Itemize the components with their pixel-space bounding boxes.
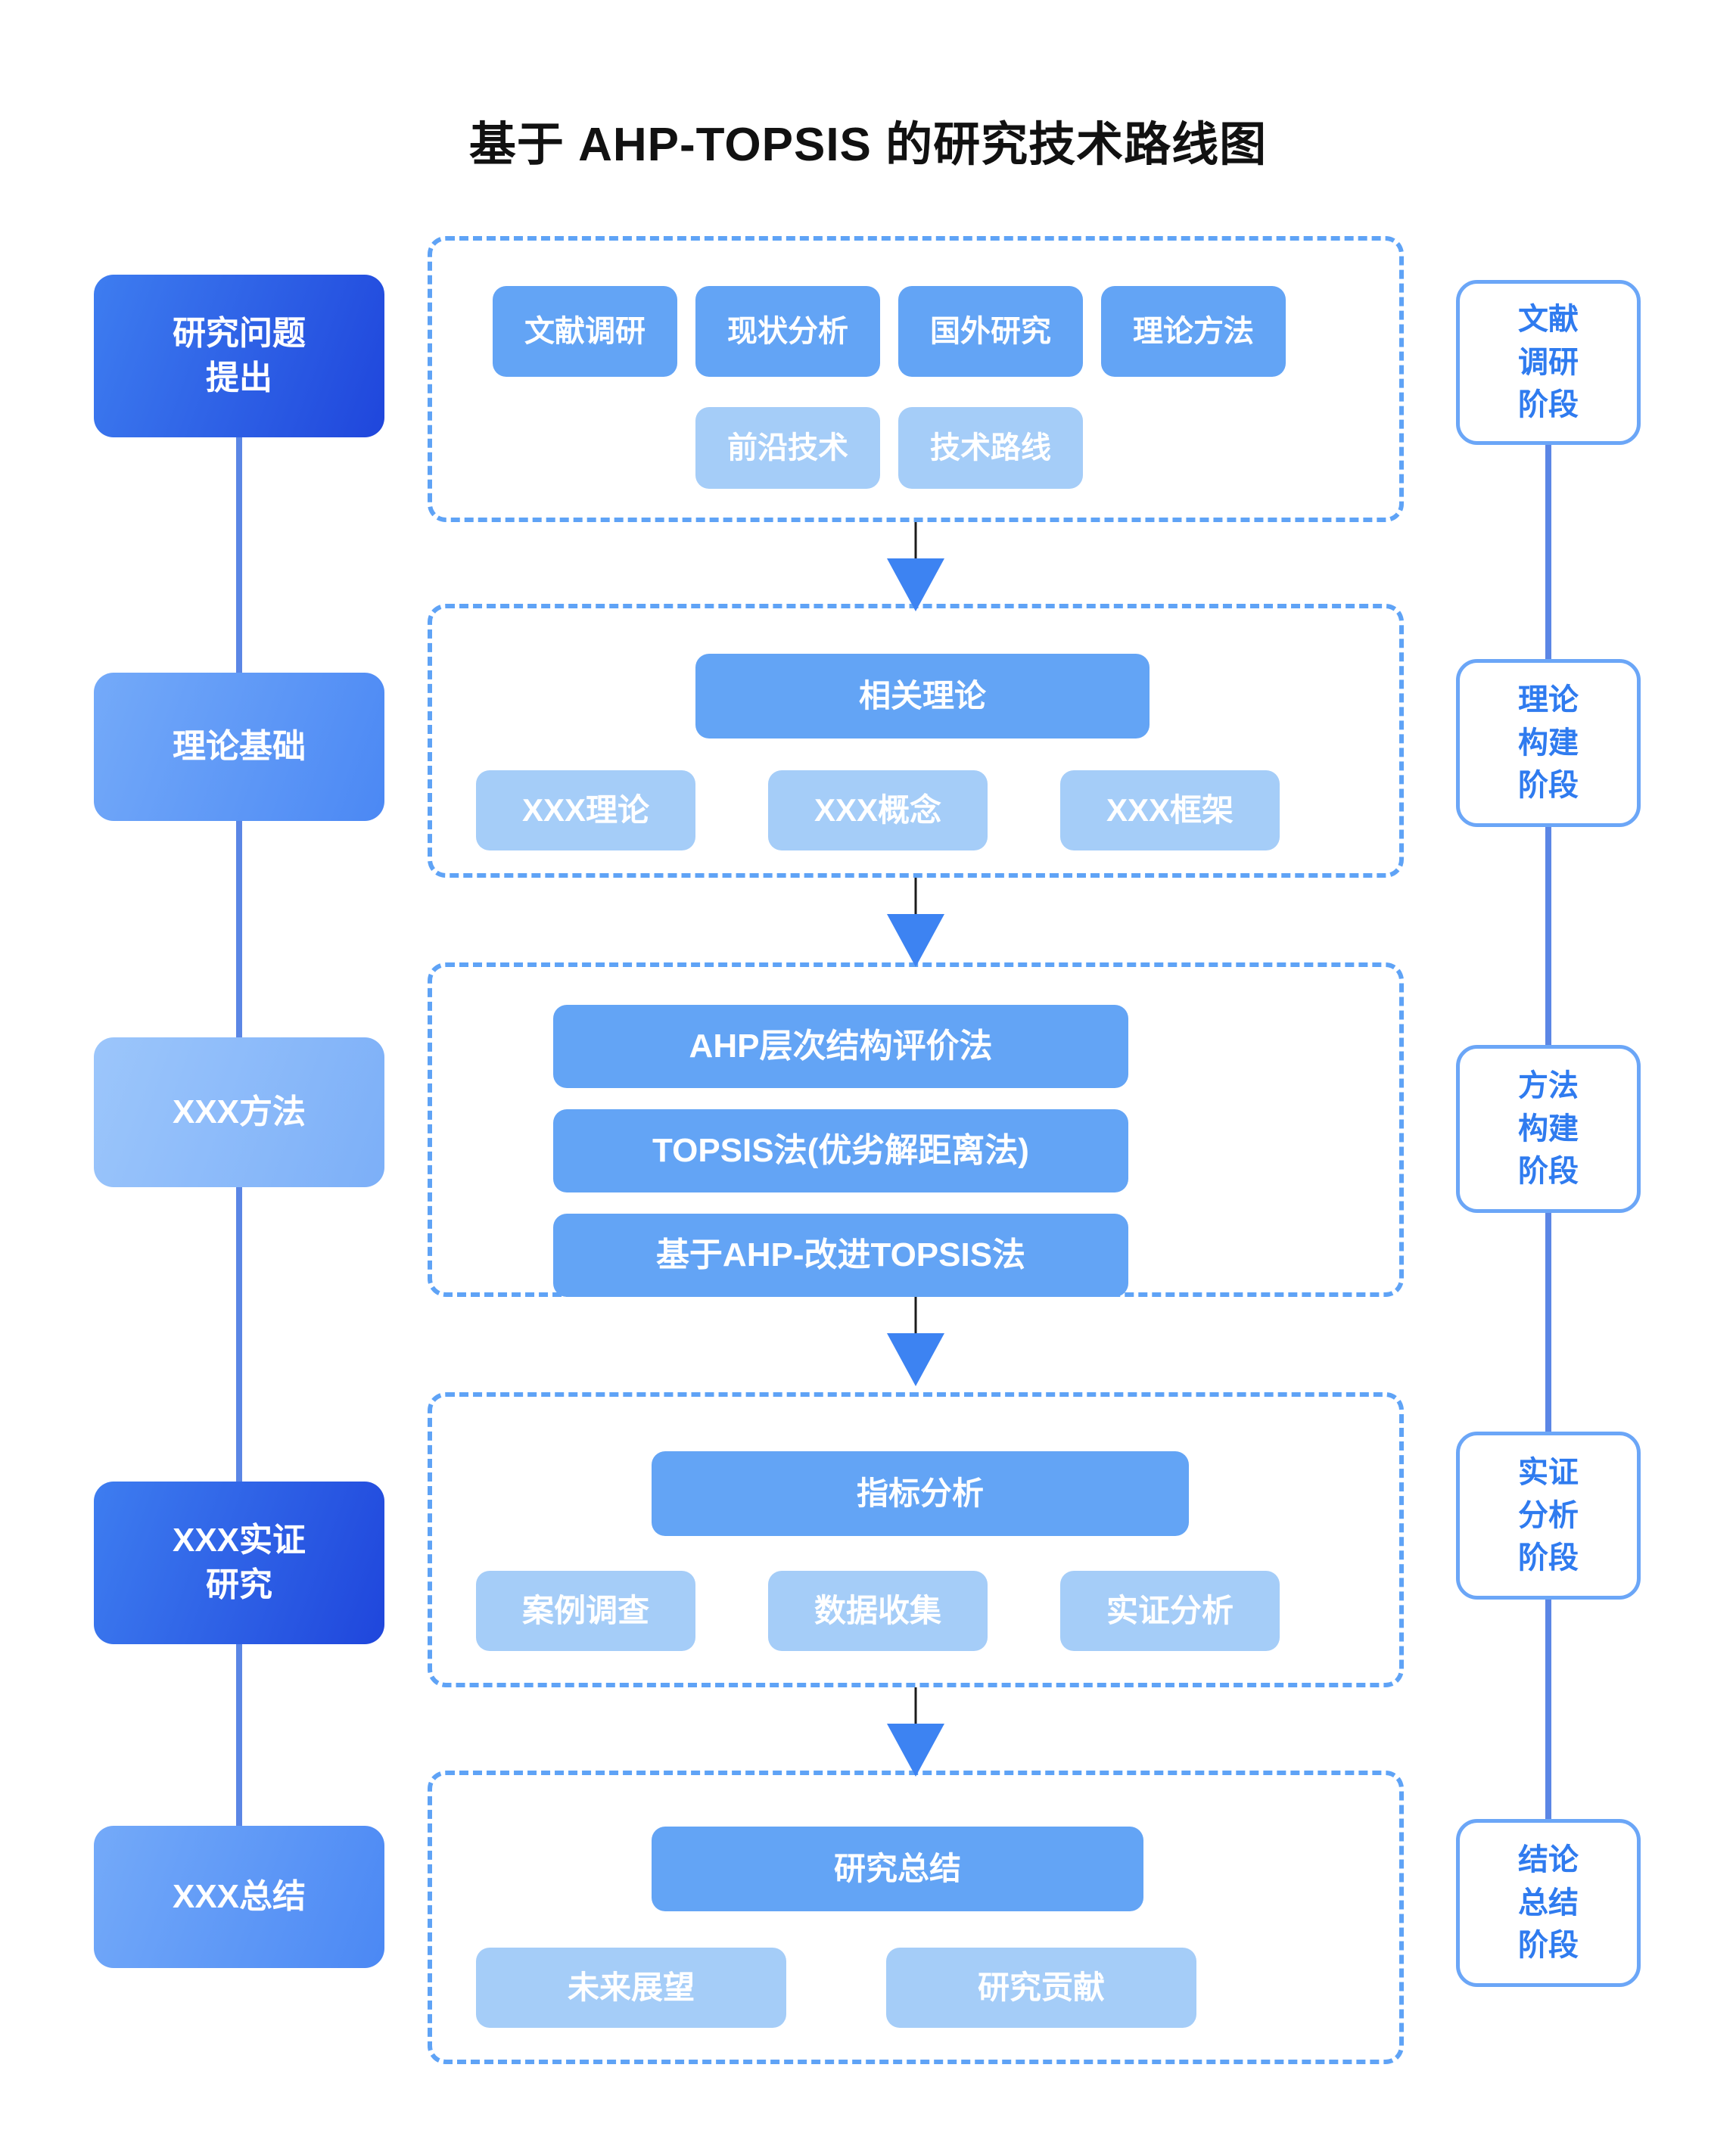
conclusion-group: 研究总结 未来展望 研究贡献 [428,1771,1404,2064]
node-foreign-research[interactable]: 国外研究 [898,286,1083,377]
theory-group: 相关理论 XXX理论 XXX概念 XXX框架 [428,604,1404,878]
arrow-stem [914,1687,917,1730]
node-technical-route[interactable]: 技术路线 [898,407,1083,489]
node-research-summary[interactable]: 研究总结 [652,1827,1143,1911]
arrow-connector-2 [855,878,976,969]
node-xxx-concept[interactable]: XXX概念 [768,770,988,850]
right-stage-label: 理论 构建 阶段 [1518,682,1579,803]
node-xxx-framework[interactable]: XXX框架 [1060,770,1280,850]
right-stage-empirical[interactable]: 实证 分析 阶段 [1456,1432,1641,1600]
left-stage-label: XXX总结 [172,1877,306,1915]
node-related-theory[interactable]: 相关理论 [695,654,1150,738]
left-stage-method[interactable]: XXX方法 [94,1037,384,1187]
arrow-stem [914,522,917,564]
left-stage-research-question[interactable]: 研究问题 提出 [94,275,384,437]
node-ahp-improved-topsis[interactable]: 基于AHP-改进TOPSIS法 [553,1214,1128,1297]
arrow-head-icon [887,558,944,611]
empirical-group: 指标分析 案例调查 数据收集 实证分析 [428,1392,1404,1687]
arrow-stem [914,1297,917,1339]
left-stage-theory-basis[interactable]: 理论基础 [94,673,384,821]
arrow-head-icon [887,1724,944,1777]
arrow-head-icon [887,914,944,967]
right-stage-label: 实证 分析 阶段 [1518,1455,1579,1575]
arrow-connector-4 [855,1687,976,1778]
right-stage-conclusion[interactable]: 结论 总结 阶段 [1456,1819,1641,1987]
right-stage-method[interactable]: 方法 构建 阶段 [1456,1045,1641,1213]
node-xxx-theory[interactable]: XXX理论 [476,770,695,850]
node-ahp-hierarchy-evaluation[interactable]: AHP层次结构评价法 [553,1005,1128,1088]
arrow-connector-3 [855,1297,976,1388]
left-stage-label: 研究问题 提出 [173,315,306,396]
left-stage-label: XXX方法 [172,1093,306,1130]
node-future-outlook[interactable]: 未来展望 [476,1948,786,2028]
node-data-collection[interactable]: 数据收集 [768,1571,988,1651]
node-theory-method[interactable]: 理论方法 [1101,286,1286,377]
literature-review-group: 文献调研 现状分析 国外研究 理论方法 前沿技术 技术路线 [428,236,1404,522]
node-literature-survey[interactable]: 文献调研 [493,286,677,377]
node-empirical-analysis[interactable]: 实证分析 [1060,1571,1280,1651]
node-research-contribution[interactable]: 研究贡献 [886,1948,1196,2028]
node-case-investigation[interactable]: 案例调查 [476,1571,695,1651]
node-frontier-technology[interactable]: 前沿技术 [695,407,880,489]
node-indicator-analysis[interactable]: 指标分析 [652,1451,1189,1536]
arrow-head-icon [887,1333,944,1386]
node-topsis-method[interactable]: TOPSIS法(优劣解距离法) [553,1109,1128,1192]
page-title: 基于 AHP-TOPSIS 的研究技术路线图 [468,119,1268,171]
left-stage-summary[interactable]: XXX总结 [94,1826,384,1968]
left-stage-label: 理论基础 [173,727,306,765]
right-stage-label: 结论 总结 阶段 [1518,1842,1579,1963]
left-stage-empirical[interactable]: XXX实证 研究 [94,1482,384,1644]
right-stage-literature[interactable]: 文献 调研 阶段 [1456,280,1641,445]
node-status-analysis[interactable]: 现状分析 [695,286,880,377]
right-stage-label: 方法 构建 阶段 [1518,1068,1579,1189]
left-stage-label: XXX实证 研究 [172,1522,306,1603]
right-stage-theory[interactable]: 理论 构建 阶段 [1456,659,1641,827]
arrow-connector-1 [855,522,976,613]
arrow-stem [914,878,917,920]
method-group: AHP层次结构评价法 TOPSIS法(优劣解距离法) 基于AHP-改进TOPSI… [428,962,1404,1297]
right-stage-label: 文献 调研 阶段 [1518,302,1579,422]
